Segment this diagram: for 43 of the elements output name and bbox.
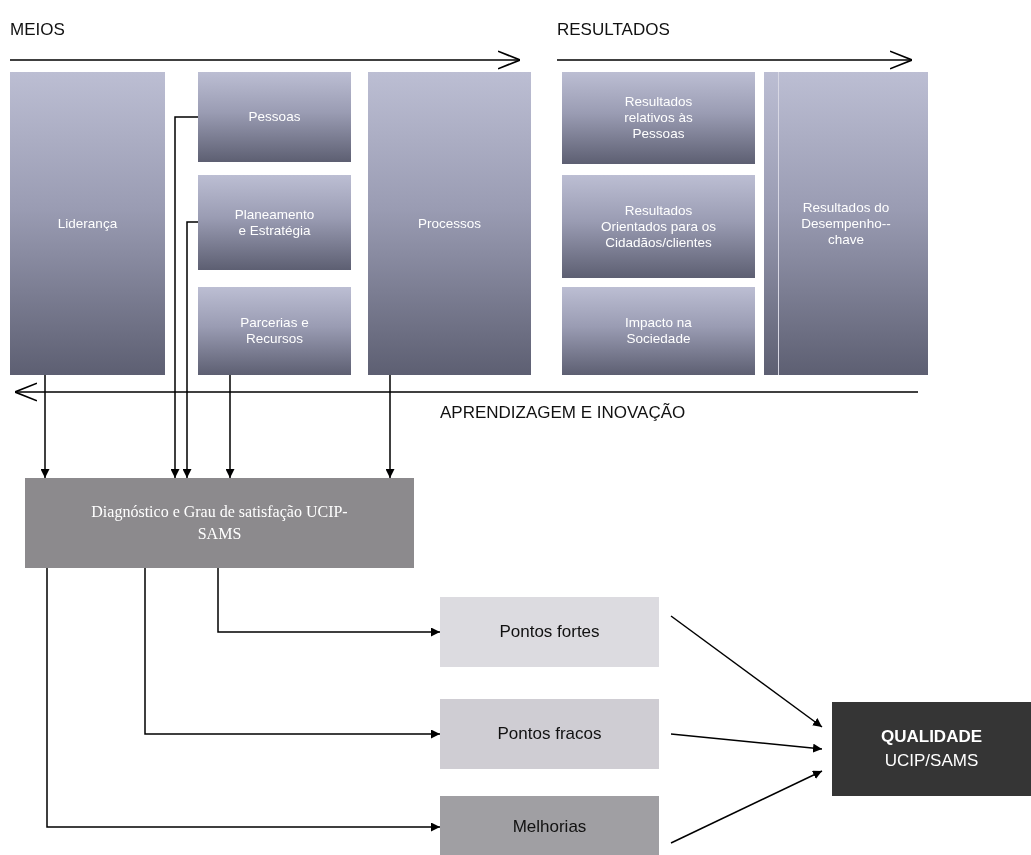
criterion-box	[198, 72, 351, 162]
node-text: Pessoas	[248, 109, 301, 125]
arrow	[225, 374, 235, 479]
arrow	[182, 221, 199, 479]
node-text: Diagnóstico e Grau de satisfação UCIP-SAMS	[90, 502, 349, 544]
arrow	[670, 733, 823, 753]
criterion-box	[368, 72, 531, 375]
node-text: Pontos fracos	[497, 726, 602, 742]
node-text: Melhorias	[512, 819, 587, 835]
node-text: Impacto na Sociedade	[624, 315, 693, 347]
arrow	[670, 770, 823, 844]
section-label: RESULTADOS	[557, 20, 670, 40]
node-text: Parcerias e Recursos	[239, 315, 310, 347]
arrow	[170, 116, 199, 479]
process-box	[25, 478, 414, 568]
arrow	[670, 615, 823, 728]
criterion-box	[562, 72, 755, 164]
node-text: UCIP/SAMS	[884, 753, 979, 769]
node-text: Processos	[418, 215, 481, 232]
node-text: QUALIDADE	[880, 729, 983, 745]
node-text: Planeamento e Estratégia	[233, 206, 316, 239]
arrow	[217, 567, 441, 637]
arrow	[40, 374, 50, 479]
section-label: APRENDIZAGEM E INOVAÇÃO	[440, 403, 686, 423]
criterion-box	[440, 597, 659, 667]
result-box	[832, 702, 1031, 796]
criterion-box	[562, 175, 755, 278]
arrow	[144, 567, 441, 739]
node-text: Resultados do Desempenho--chave	[800, 199, 892, 248]
node-text: Resultados Orientados para os Cidadãos/clientes	[600, 202, 717, 251]
arrow	[385, 374, 395, 479]
node-text: Resultados relativos às Pessoas	[623, 94, 694, 142]
node-text: Liderança	[57, 215, 118, 232]
criterion-box	[562, 287, 755, 375]
criterion-box	[10, 72, 165, 375]
criterion-box	[764, 72, 928, 375]
criterion-box	[198, 175, 351, 270]
criterion-box	[198, 287, 351, 375]
section-label: MEIOS	[10, 20, 65, 40]
node-text: Pontos fortes	[499, 624, 600, 640]
criterion-box	[440, 796, 659, 855]
arrow	[46, 567, 441, 832]
criterion-box	[440, 699, 659, 769]
